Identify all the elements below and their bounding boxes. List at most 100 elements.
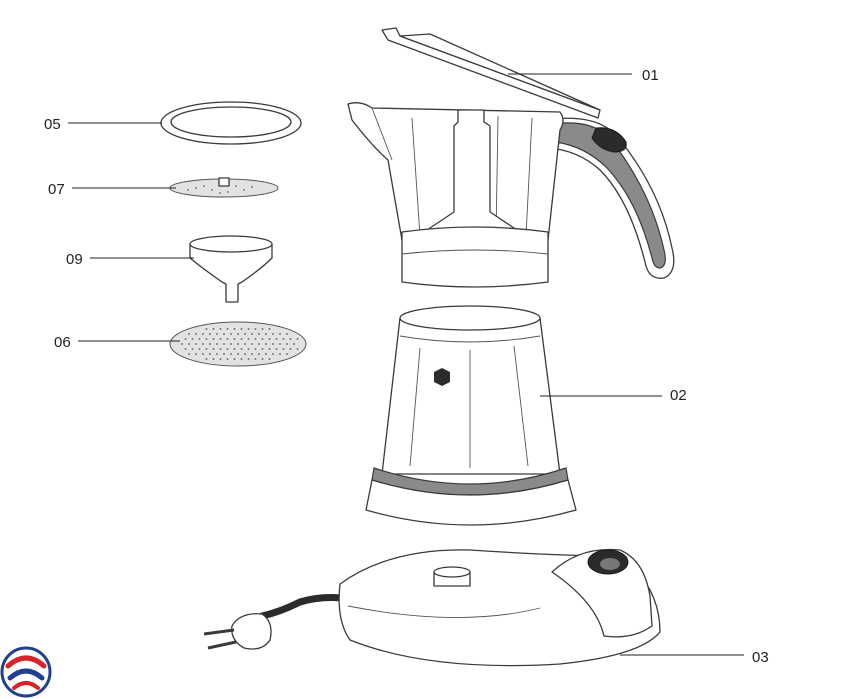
plate-hole (286, 353, 288, 355)
plate-hole (282, 338, 285, 340)
plate-hole (212, 348, 215, 350)
funnel-part (189, 235, 273, 303)
plate-hole (233, 328, 236, 330)
plate-hole (268, 358, 271, 360)
plate-hole (247, 338, 250, 340)
callout-labels: 01 02 03 05 07 09 06 (44, 67, 769, 666)
plate-hole (251, 333, 253, 335)
plate-hole (240, 348, 243, 350)
plate-hole (188, 343, 190, 345)
plate-hole (209, 343, 211, 345)
plate-hole (282, 348, 285, 350)
plate-hole (205, 328, 208, 330)
plate-hole (191, 348, 194, 350)
plate-hole (205, 348, 208, 350)
callout-01: 01 (642, 67, 659, 84)
callout-07: 07 (48, 181, 65, 198)
plate-hole (289, 338, 292, 340)
plate-hole (195, 333, 197, 335)
plate-hole (188, 353, 190, 355)
callout-05: 05 (44, 116, 61, 133)
plate-hole (275, 348, 278, 350)
plate-hole (216, 353, 218, 355)
plate-hole (216, 343, 218, 345)
plate-hole (219, 338, 222, 340)
filter-disc-part (169, 177, 279, 198)
plate-hole (212, 358, 215, 360)
plate-hole (212, 338, 215, 340)
plate-hole (286, 343, 288, 345)
plate-hole (265, 353, 267, 355)
plate-hole (272, 343, 274, 345)
callout-06: 06 (54, 334, 71, 351)
plate-hole (247, 328, 250, 330)
plate-hole (268, 348, 271, 350)
filter-plate-part (169, 321, 307, 367)
plate-hole (268, 338, 271, 340)
plate-hole (272, 353, 274, 355)
plate-hole (240, 358, 243, 360)
plate-hole (265, 333, 267, 335)
plate-hole (198, 348, 201, 350)
plate-hole (258, 333, 260, 335)
gasket-ring-part (160, 101, 302, 145)
plate-hole (247, 358, 250, 360)
plate-hole (279, 333, 281, 335)
leader-lines (68, 73, 744, 656)
plate-hole (226, 358, 229, 360)
plate-hole (209, 353, 211, 355)
plate-hole (212, 328, 215, 330)
plate-hole (251, 343, 253, 345)
plate-hole (198, 338, 201, 340)
plate-hole (226, 328, 229, 330)
plate-hole (202, 333, 204, 335)
plate-hole (244, 333, 246, 335)
plate-hole (254, 328, 257, 330)
plate-hole (296, 338, 299, 340)
plate-hole (181, 343, 183, 345)
plate-hole (254, 348, 257, 350)
plate-hole (268, 328, 271, 330)
plate-hole (258, 353, 260, 355)
plate-hole (219, 348, 222, 350)
plate-hole (209, 333, 211, 335)
upper-pot-part (347, 27, 675, 288)
plate-hole (286, 333, 288, 335)
plate-hole (279, 353, 281, 355)
plate-hole (230, 333, 232, 335)
plate-hole (184, 338, 187, 340)
plate-hole (244, 353, 246, 355)
plate-hole (258, 343, 260, 345)
plate-hole (233, 358, 236, 360)
plate-hole (230, 353, 232, 355)
plate-hole (223, 333, 225, 335)
plate-hole (202, 343, 204, 345)
plate-hole (195, 343, 197, 345)
plate-hole (191, 338, 194, 340)
boiler-part (365, 305, 577, 526)
callout-02: 02 (670, 387, 687, 404)
plate-hole (226, 338, 229, 340)
plate-hole (244, 343, 246, 345)
plate-hole (195, 353, 197, 355)
callout-09: 09 (66, 251, 83, 268)
plate-hole (261, 338, 264, 340)
plate-hole (247, 348, 250, 350)
plate-hole (275, 338, 278, 340)
plate-hole (233, 348, 236, 350)
plate-hole (188, 333, 190, 335)
heating-base-part (203, 548, 661, 667)
plate-hole (296, 348, 299, 350)
plate-hole (272, 333, 274, 335)
plate-hole (261, 358, 264, 360)
plate-hole (293, 343, 295, 345)
plate-hole (219, 328, 222, 330)
plate-hole (205, 358, 208, 360)
plate-hole (237, 333, 239, 335)
plate-hole (226, 348, 229, 350)
plate-hole (233, 338, 236, 340)
plate-hole (265, 343, 267, 345)
plate-hole (240, 338, 243, 340)
plate-hole (261, 348, 264, 350)
